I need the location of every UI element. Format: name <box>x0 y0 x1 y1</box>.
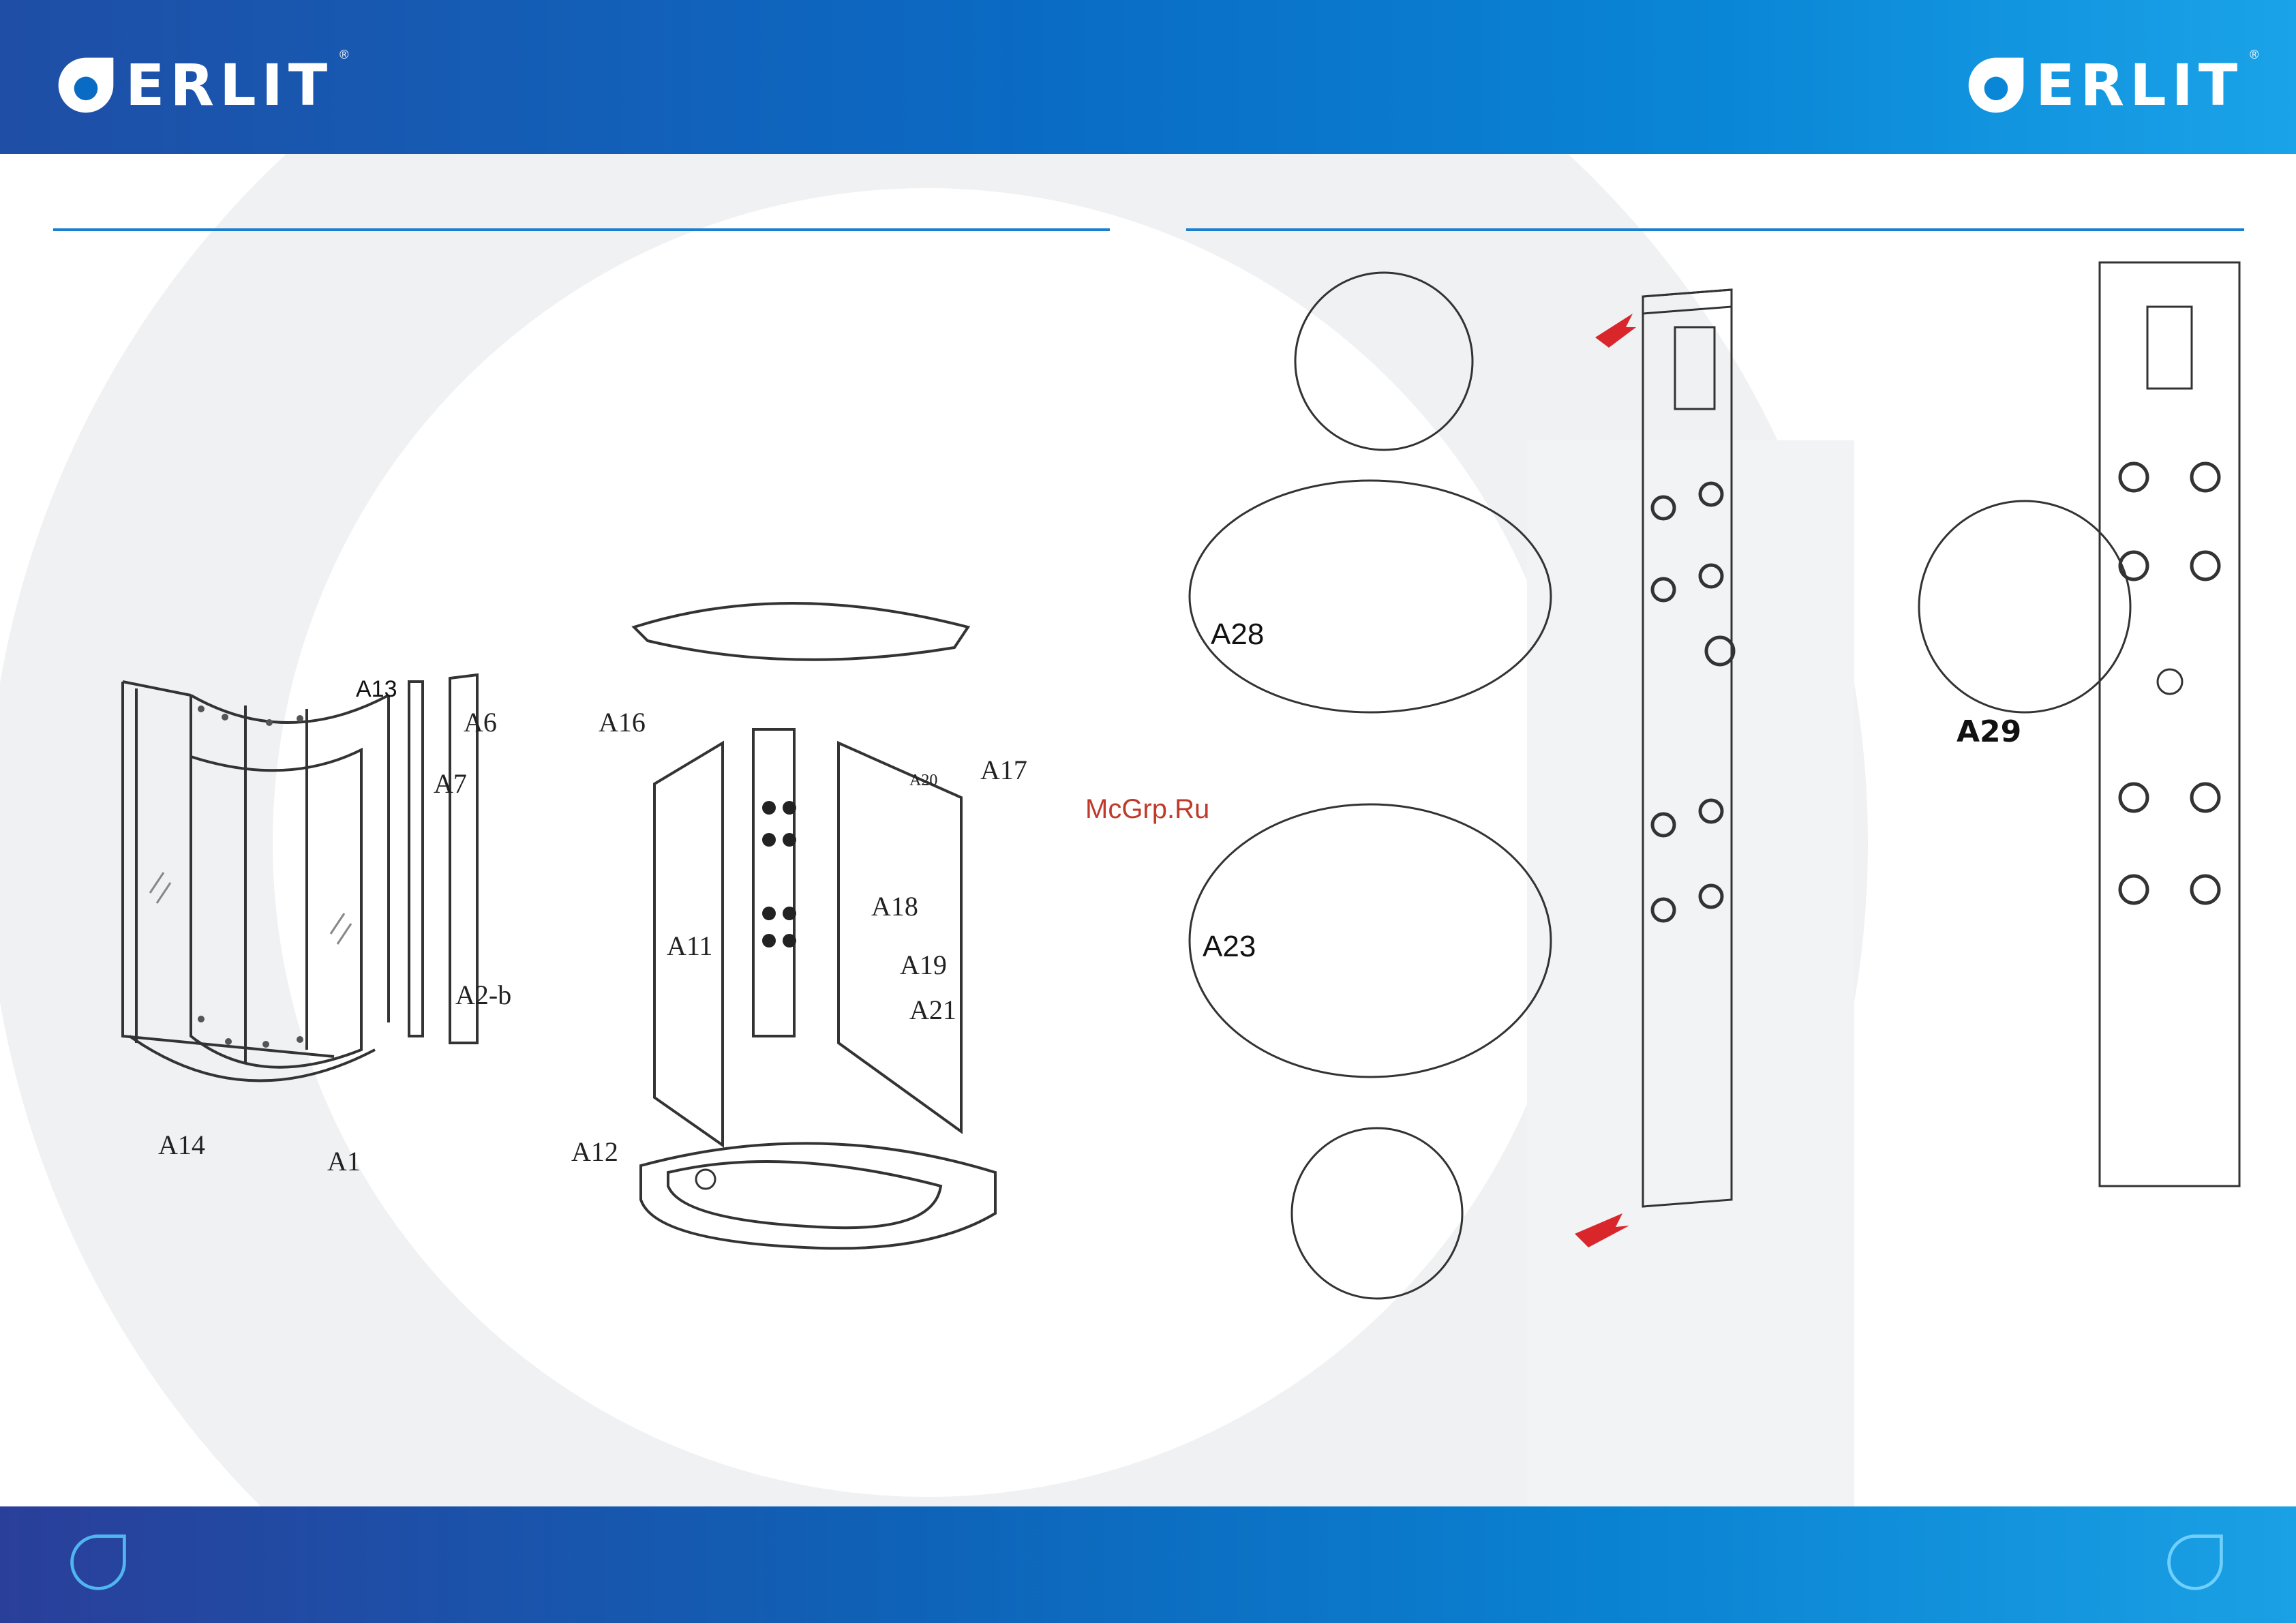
label-a2b: A2-b <box>455 979 511 1011</box>
label-a19: A19 <box>900 949 947 981</box>
logo-right: ERLIT ® <box>1963 48 2259 123</box>
label-a21: A21 <box>909 994 956 1026</box>
section-rule-left <box>53 228 1110 231</box>
label-a14: A14 <box>158 1129 205 1161</box>
logo-text: ERLIT <box>2036 52 2243 119</box>
trademark: ® <box>2250 48 2259 62</box>
label-a16: A16 <box>599 706 646 738</box>
label-a12: A12 <box>571 1136 618 1168</box>
label-a13: A13 <box>356 676 397 703</box>
label-a7: A7 <box>434 768 467 800</box>
enclosure-drawing <box>109 668 545 1186</box>
drop-icon <box>2162 1530 2228 1595</box>
label-a29: A29 <box>1957 714 2021 749</box>
label-a28: A28 <box>1211 618 1264 652</box>
logo-left: ERLIT ® <box>53 48 348 123</box>
section-rule-right <box>1186 228 2244 231</box>
label-a20: A20 <box>909 772 937 790</box>
label-a6: A6 <box>464 706 497 738</box>
trademark: ® <box>339 48 348 62</box>
label-a23: A23 <box>1203 930 1256 964</box>
label-a11: A11 <box>667 930 712 962</box>
erlit-logo-icon <box>53 52 119 118</box>
erlit-logo-icon <box>1963 52 2029 118</box>
label-a1: A1 <box>327 1145 361 1177</box>
drop-icon <box>65 1530 131 1595</box>
logo-text: ERLIT <box>125 52 333 119</box>
panel-details-drawing <box>1186 259 2277 1322</box>
label-a17: A17 <box>980 754 1027 786</box>
footer-bar <box>0 1506 2296 1623</box>
label-a18: A18 <box>871 890 918 922</box>
